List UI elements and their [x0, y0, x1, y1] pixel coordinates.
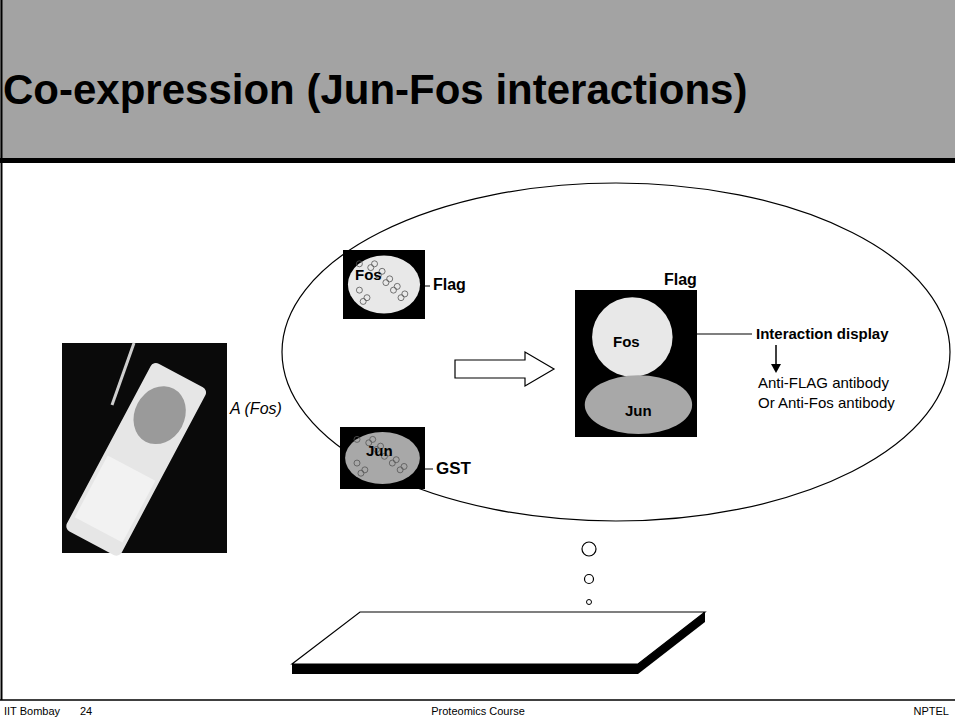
frame-line [1, 0, 3, 700]
protein-image-box: FosJun [575, 290, 697, 437]
protein-name: Fos [613, 334, 640, 351]
down-arrow [775, 345, 777, 366]
tag-label: Flag [433, 276, 466, 294]
protein-name: Jun [366, 443, 393, 460]
protein-image-box: Jun [340, 427, 425, 489]
footer-text: 24 [80, 705, 92, 718]
sample-label: A (Fos) [230, 400, 282, 418]
detection-text: Or Anti-Fos antibody [758, 394, 895, 411]
thought-ellipse [282, 183, 950, 521]
leader-line [425, 469, 433, 470]
protein-structure [343, 250, 425, 319]
thought-bubble [585, 575, 594, 584]
footer-text: IIT Bombay [4, 705, 60, 718]
glass-slide-edge [638, 612, 705, 674]
tag-label: Flag [664, 271, 697, 289]
thought-bubble [587, 600, 592, 605]
thought-bubble [582, 542, 596, 556]
down-arrowhead [771, 364, 781, 373]
footer-rule [0, 699, 955, 701]
leader-line [425, 286, 430, 287]
block-arrow [455, 352, 554, 386]
glass-slide [292, 612, 705, 664]
title-rule [0, 158, 955, 163]
footer-text: NPTEL [914, 705, 949, 718]
slide-photo [62, 343, 227, 558]
detection-text: Anti-FLAG antibody [758, 374, 889, 391]
protein-image-box: Fos [343, 250, 425, 319]
protein-name: Jun [625, 403, 652, 420]
protein-name: Fos [355, 267, 382, 284]
slide-title: Co-expression (Jun-Fos interactions) [3, 66, 747, 114]
leader-line [697, 333, 752, 334]
tag-label: GST [436, 459, 471, 479]
callout-text: Interaction display [756, 325, 889, 342]
title-bar [0, 0, 955, 160]
glass-slide-edge [292, 664, 638, 674]
footer-text: Proteomics Course [431, 705, 525, 718]
